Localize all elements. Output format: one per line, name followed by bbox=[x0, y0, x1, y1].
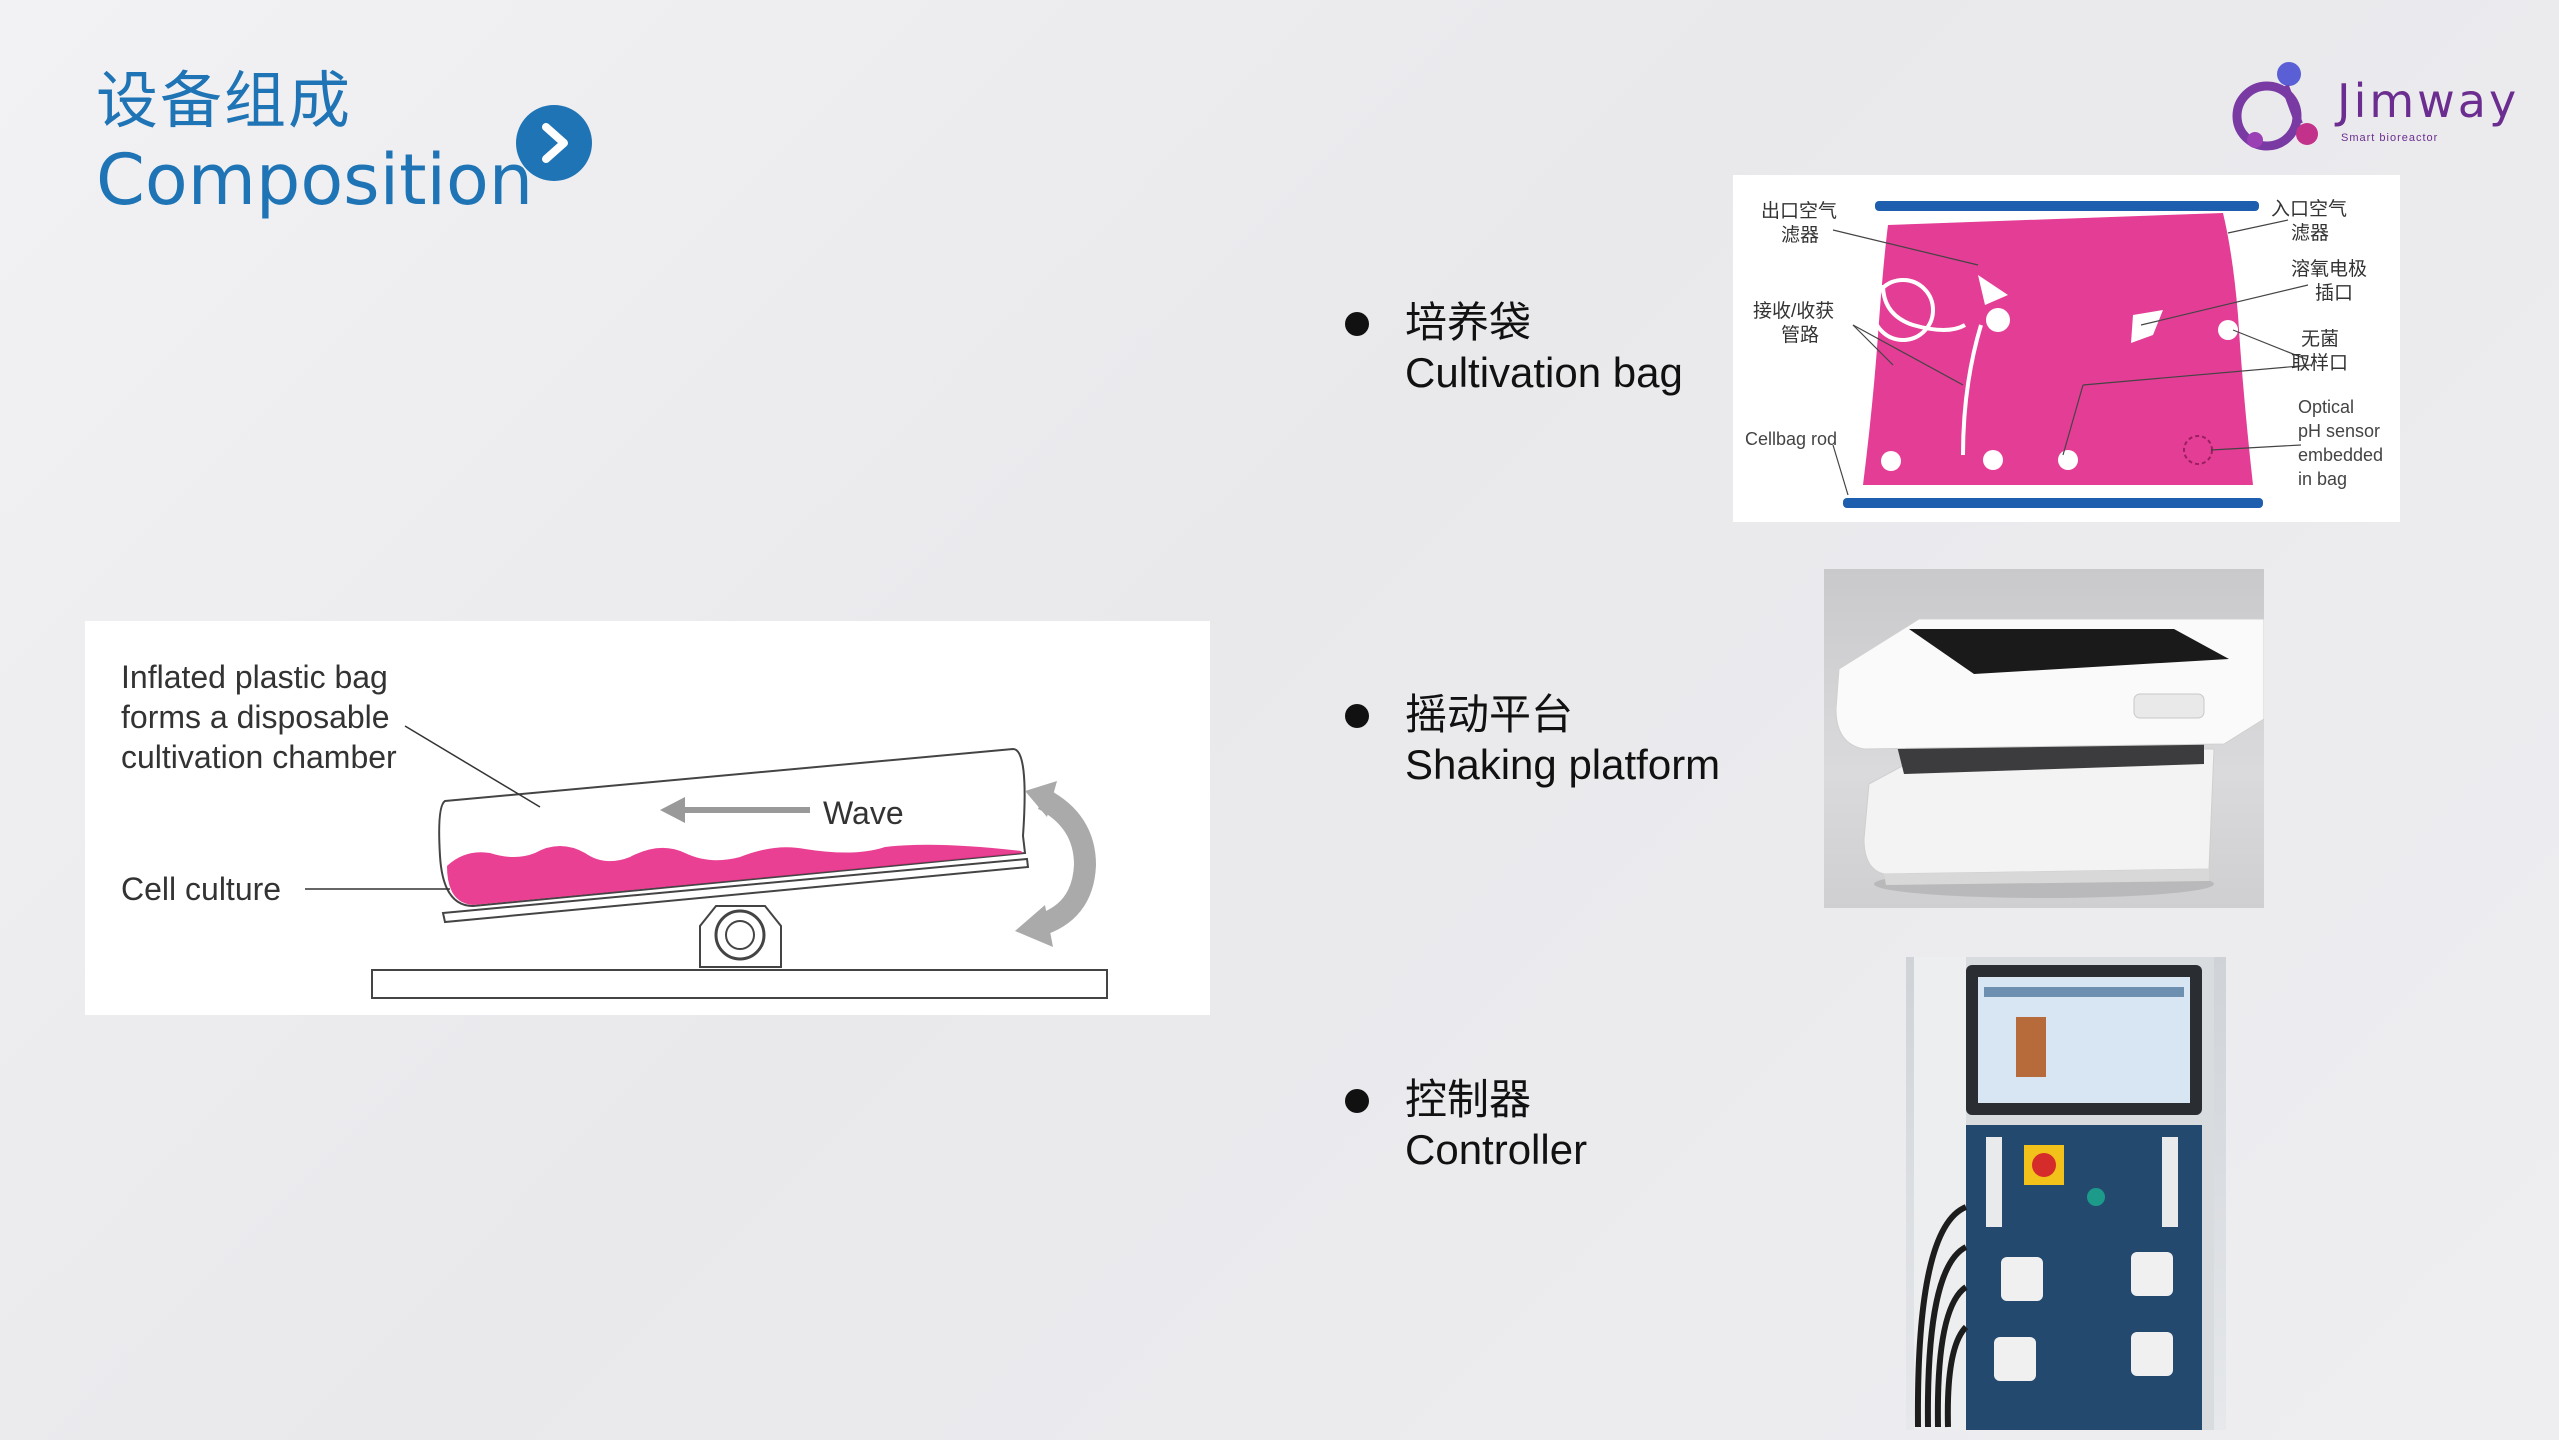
controller-photo bbox=[1906, 957, 2226, 1430]
do-port-label-2: 插口 bbox=[2315, 282, 2353, 304]
do-port-label-1: 溶氧电极 bbox=[2291, 258, 2367, 280]
logo-tagline: Smart bioreactor bbox=[2341, 132, 2439, 144]
page-title-chinese: 设备组成 bbox=[96, 64, 353, 137]
ph-sensor-label-2: pH sensor bbox=[2298, 421, 2380, 441]
logo-mark-icon bbox=[2232, 62, 2318, 151]
ph-sensor-label-4: in bag bbox=[2298, 469, 2347, 489]
inlet-filter-label-1: 入口空气 bbox=[2271, 198, 2347, 220]
bullet-dot bbox=[1345, 312, 1369, 336]
chevron-right-icon bbox=[542, 123, 568, 163]
bag-label-line-3: cultivation chamber bbox=[121, 739, 397, 775]
ph-sensor-label-1: Optical bbox=[2298, 397, 2354, 417]
bag-label-line-2: forms a disposable bbox=[121, 699, 390, 735]
title-block: 设备组成 Composition bbox=[96, 62, 533, 220]
bullet-dot bbox=[1345, 1089, 1369, 1113]
tubing-label-2: 管路 bbox=[1781, 324, 1819, 346]
sampling-label-1: 无菌 bbox=[2301, 328, 2339, 350]
logo-name: Jimway bbox=[2337, 74, 2520, 128]
item-label-cn: 摇动平台 bbox=[1405, 690, 1574, 739]
shaking-platform-photo bbox=[1824, 569, 2265, 908]
tubing-label-1: 接收/收获 bbox=[1753, 300, 1834, 322]
item-label-en: Cultivation bag bbox=[1405, 349, 1683, 396]
sampling-label-2: 取样口 bbox=[2291, 352, 2348, 374]
wave-label: Wave bbox=[823, 795, 904, 831]
cultivation-bag-diagram: 出口空气 滤器 入口空气 滤器 接收/收获 管路 溶氧电极 插口 无菌 取样口 … bbox=[1733, 175, 2400, 522]
item-label-cn: 培养袋 bbox=[1405, 298, 1532, 347]
jimway-logo: Jimway Smart bioreactor bbox=[2225, 54, 2516, 164]
cellbag-rod-label: Cellbag rod bbox=[1745, 429, 1837, 449]
bullet-dot bbox=[1345, 704, 1369, 728]
item-label-cn: 控制器 bbox=[1405, 1075, 1532, 1124]
bag-label-line-1: Inflated plastic bag bbox=[121, 659, 388, 695]
ph-sensor-label-3: embedded bbox=[2298, 445, 2383, 465]
wave-bioreactor-diagram: Wave Inflated plastic bag forms a dispos… bbox=[85, 621, 1210, 1015]
page-title-english: Composition bbox=[96, 139, 534, 221]
cell-culture-label: Cell culture bbox=[121, 871, 281, 907]
outlet-filter-label-2: 滤器 bbox=[1781, 224, 1819, 246]
outlet-filter-label-1: 出口空气 bbox=[1761, 200, 1837, 222]
inlet-filter-label-2: 滤器 bbox=[2291, 222, 2329, 244]
item-label-en: Shaking platform bbox=[1405, 741, 1721, 788]
item-label-en: Controller bbox=[1405, 1126, 1588, 1173]
next-arrow-button[interactable] bbox=[516, 105, 592, 181]
